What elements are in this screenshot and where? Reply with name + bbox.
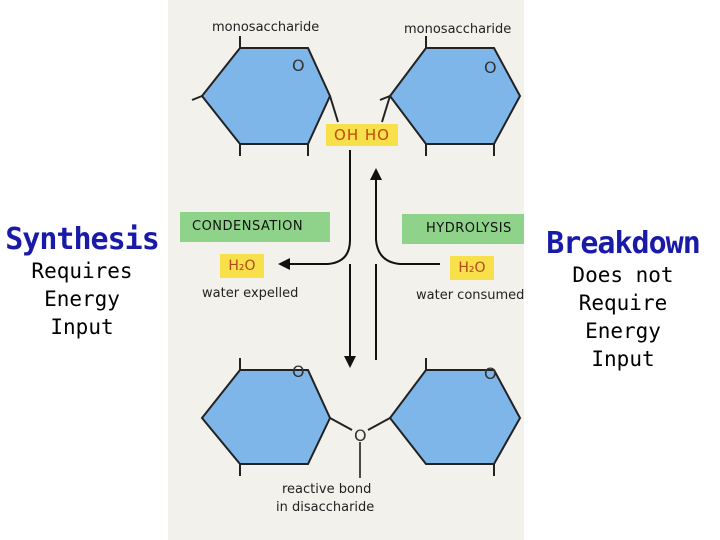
monosaccharide-ring-top-left (200, 47, 332, 145)
bridging-oxygen: O (354, 426, 367, 445)
ring-oxygen-bottom-left: O (292, 362, 305, 381)
diagram-graphics (191, 36, 522, 478)
ring-oxygen-top-left: O (292, 56, 305, 75)
disaccharide-diagram: monosaccharide monosaccharide O O O O OH… (168, 0, 524, 540)
breakdown-caption: Breakdown Does not Require Energy Input (538, 226, 708, 373)
synthesis-line-3: Input (50, 315, 114, 339)
condensation-arrow (286, 150, 351, 265)
label-monosaccharide-right: monosaccharide (404, 22, 512, 37)
synthesis-line-2: Energy (44, 287, 120, 311)
condensation-label: CONDENSATION (192, 219, 304, 234)
hydrolysis-bar: HYDROLYSIS (402, 214, 524, 244)
synthesis-caption: Synthesis Requires Energy Input (2, 222, 162, 341)
condensation-bar: CONDENSATION (180, 212, 330, 242)
breakdown-line-3: Energy (585, 319, 661, 343)
water-consumed-label: water consumed (416, 288, 524, 303)
label-monosaccharide-left: monosaccharide (212, 20, 320, 35)
ring-oxygen-bottom-right: O (484, 364, 497, 383)
hydrolysis-label: HYDROLYSIS (426, 221, 512, 236)
ring-oxygen-top-right: O (484, 58, 497, 77)
breakdown-line-1: Does not (572, 263, 674, 287)
reactive-bond-label-2: in disaccharide (276, 500, 375, 515)
breakdown-line-4: Input (591, 347, 655, 371)
h2o-consumed-box: H₂O (450, 256, 494, 280)
breakdown-title: Breakdown (546, 226, 701, 261)
hydrolysis-arrow (375, 178, 440, 265)
monosaccharide-ring-top-right (388, 47, 522, 145)
h2o-expelled-box: H₂O (220, 254, 264, 278)
disaccharide-ring-bottom-right (388, 369, 522, 465)
ring-stubs (191, 36, 495, 476)
water-expelled-label: water expelled (202, 286, 299, 301)
reactive-bond-label-1: reactive bond (282, 482, 372, 497)
oh-ho-groups: OH HO (326, 124, 398, 146)
breakdown-line-2: Require (578, 291, 668, 315)
disaccharide-ring-bottom-left (200, 369, 332, 465)
synthesis-line-1: Requires (31, 259, 133, 283)
synthesis-title: Synthesis (5, 222, 160, 257)
